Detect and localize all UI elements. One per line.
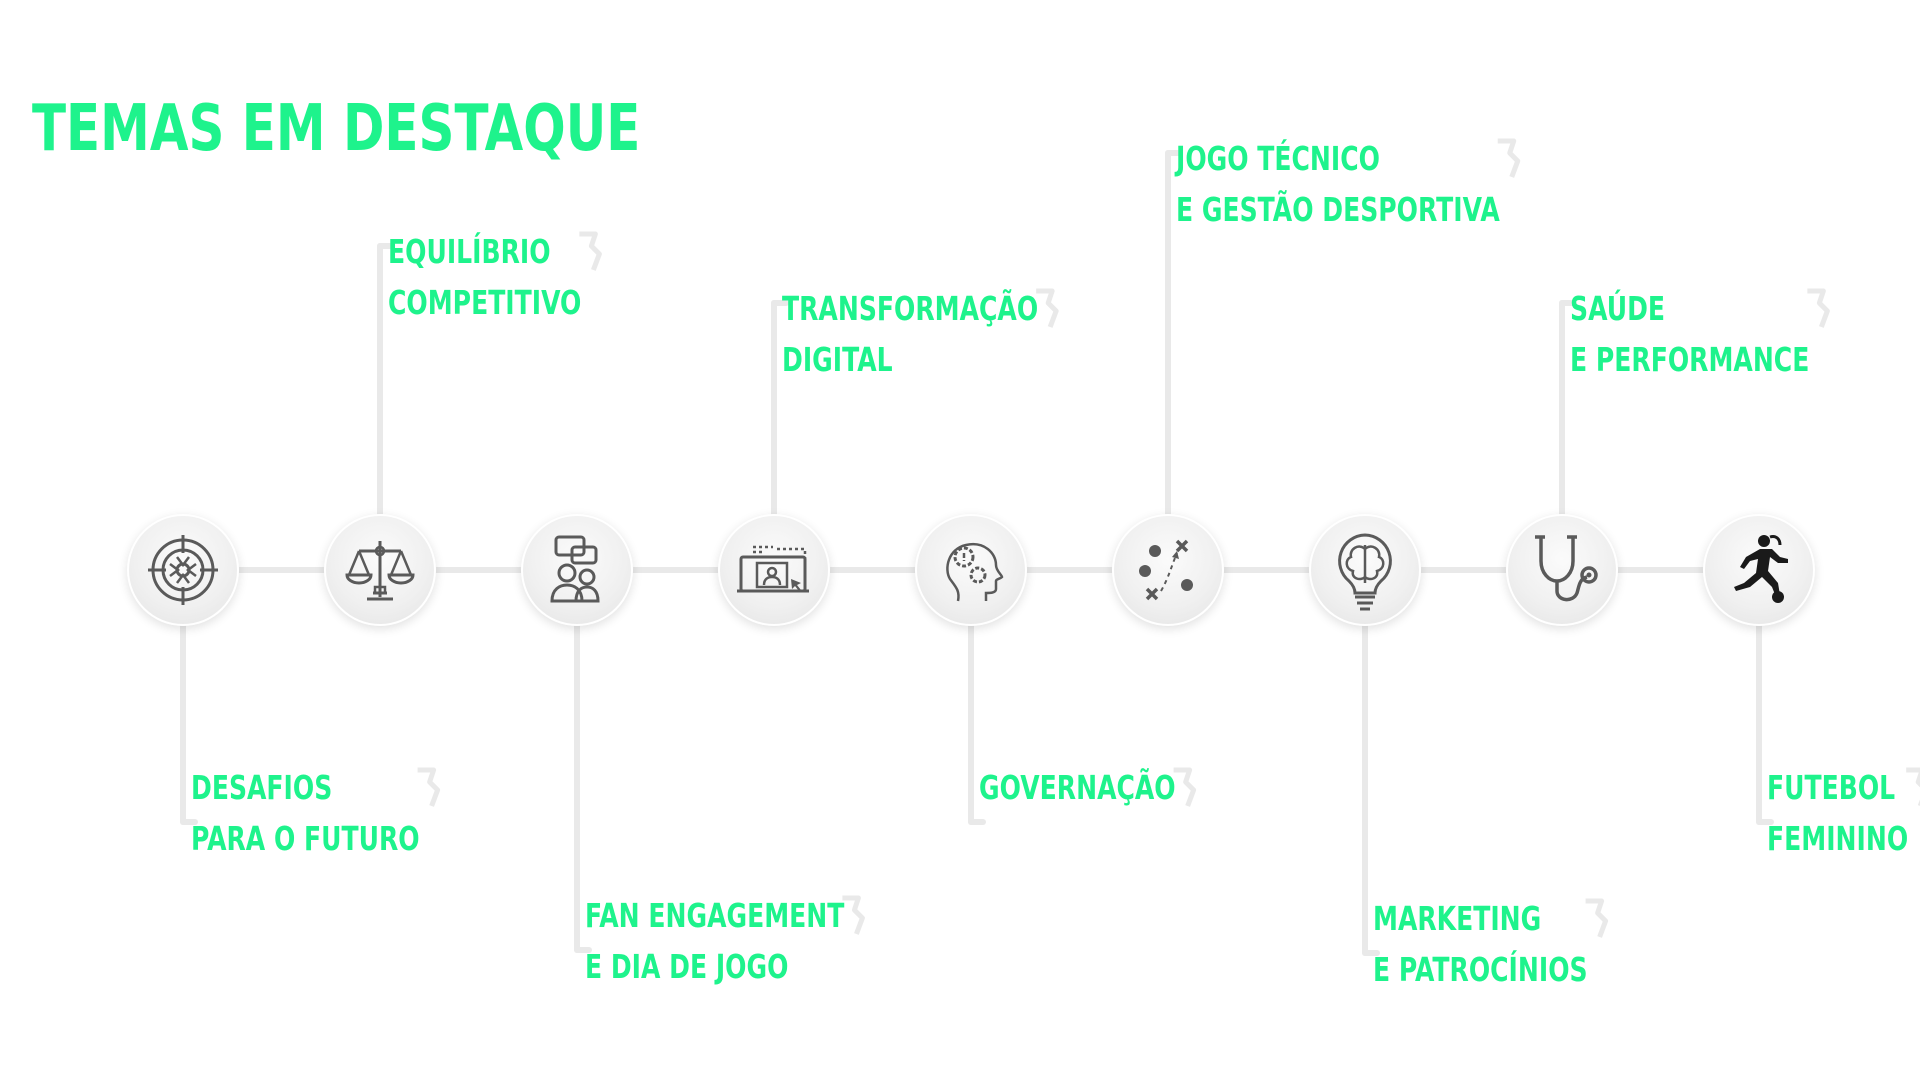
topic-label-line: E PERFORMANCE — [1570, 340, 1810, 379]
label-bracket-saude — [1807, 288, 1830, 328]
topic-node-futebol — [1703, 514, 1815, 626]
topic-label-line: FAN ENGAGEMENT — [585, 896, 845, 935]
topic-node-equilibrio — [324, 514, 436, 626]
topic-node-governacao — [915, 514, 1027, 626]
label-bracket-transformacao — [1036, 288, 1059, 328]
label-bracket-jogo-tecnico — [1497, 138, 1521, 178]
target-icon — [148, 535, 218, 605]
topic-label-marketing: MARKETING E PATROCÍNIOS — [1373, 893, 1588, 995]
label-bracket-futebol — [1906, 767, 1920, 806]
female-player-icon — [1734, 535, 1788, 603]
topic-label-line: FEMININO — [1767, 819, 1909, 858]
topic-label-line: EQUILÍBRIO — [388, 232, 551, 271]
page-title: TEMAS EM DESTAQUE — [32, 92, 641, 166]
stethoscope-icon — [1535, 535, 1598, 602]
topic-label-line: MARKETING — [1373, 899, 1542, 938]
topic-label-line: COMPETITIVO — [388, 283, 582, 322]
topic-label-fan-engagement: FAN ENGAGEMENT E DIA DE JOGO — [585, 890, 844, 992]
topic-label-line: PARA O FUTURO — [191, 819, 420, 858]
topic-label-jogo-tecnico: JOGO TÉCNICO E GESTÃO DESPORTIVA — [1176, 133, 1500, 235]
label-bracket-governacao — [1173, 767, 1197, 807]
topic-node-jogo-tecnico — [1112, 514, 1224, 626]
topic-node-transformacao — [718, 514, 830, 626]
scales-icon — [345, 541, 415, 601]
topic-label-line: SAÚDE — [1570, 289, 1666, 328]
topic-label-futebol: FUTEBOL FEMININO — [1767, 762, 1908, 864]
topic-node-fan-engagement — [521, 514, 633, 626]
topic-label-saude: SAÚDE E PERFORMANCE — [1570, 283, 1809, 385]
topic-label-line: DIGITAL — [782, 340, 893, 379]
fans-chat-icon — [550, 535, 600, 603]
topic-label-line: FUTEBOL — [1767, 768, 1896, 807]
label-bracket-equilibrio — [579, 231, 602, 271]
brain-bulb-icon — [1338, 533, 1392, 611]
topic-node-saude — [1506, 514, 1618, 626]
label-bracket-fan-engagement — [842, 895, 865, 935]
digital-screen-icon — [737, 545, 809, 593]
topic-label-transformacao: TRANSFORMAÇÃO DIGITAL — [782, 283, 1038, 385]
tactics-board-icon — [1139, 539, 1193, 601]
topic-label-line: E PATROCÍNIOS — [1373, 950, 1588, 989]
label-bracket-marketing — [1585, 898, 1609, 938]
topic-label-line: JOGO TÉCNICO — [1176, 139, 1380, 178]
topic-label-line: TRANSFORMAÇÃO — [782, 289, 1039, 328]
topic-node-desafios — [127, 514, 239, 626]
topic-label-line: DESAFIOS — [191, 768, 333, 807]
topic-label-equilibrio: EQUILÍBRIO COMPETITIVO — [388, 226, 581, 328]
topic-label-line: E GESTÃO DESPORTIVA — [1176, 190, 1500, 229]
topic-label-governacao: GOVERNAÇÃO — [979, 762, 1176, 813]
label-bracket-desafios — [417, 767, 441, 807]
topic-node-marketing — [1309, 514, 1421, 626]
head-gears-icon — [946, 542, 1004, 602]
topic-label-desafios: DESAFIOS PARA O FUTURO — [191, 762, 420, 864]
topic-label-line: GOVERNAÇÃO — [979, 768, 1176, 807]
topic-label-line: E DIA DE JOGO — [585, 947, 789, 986]
